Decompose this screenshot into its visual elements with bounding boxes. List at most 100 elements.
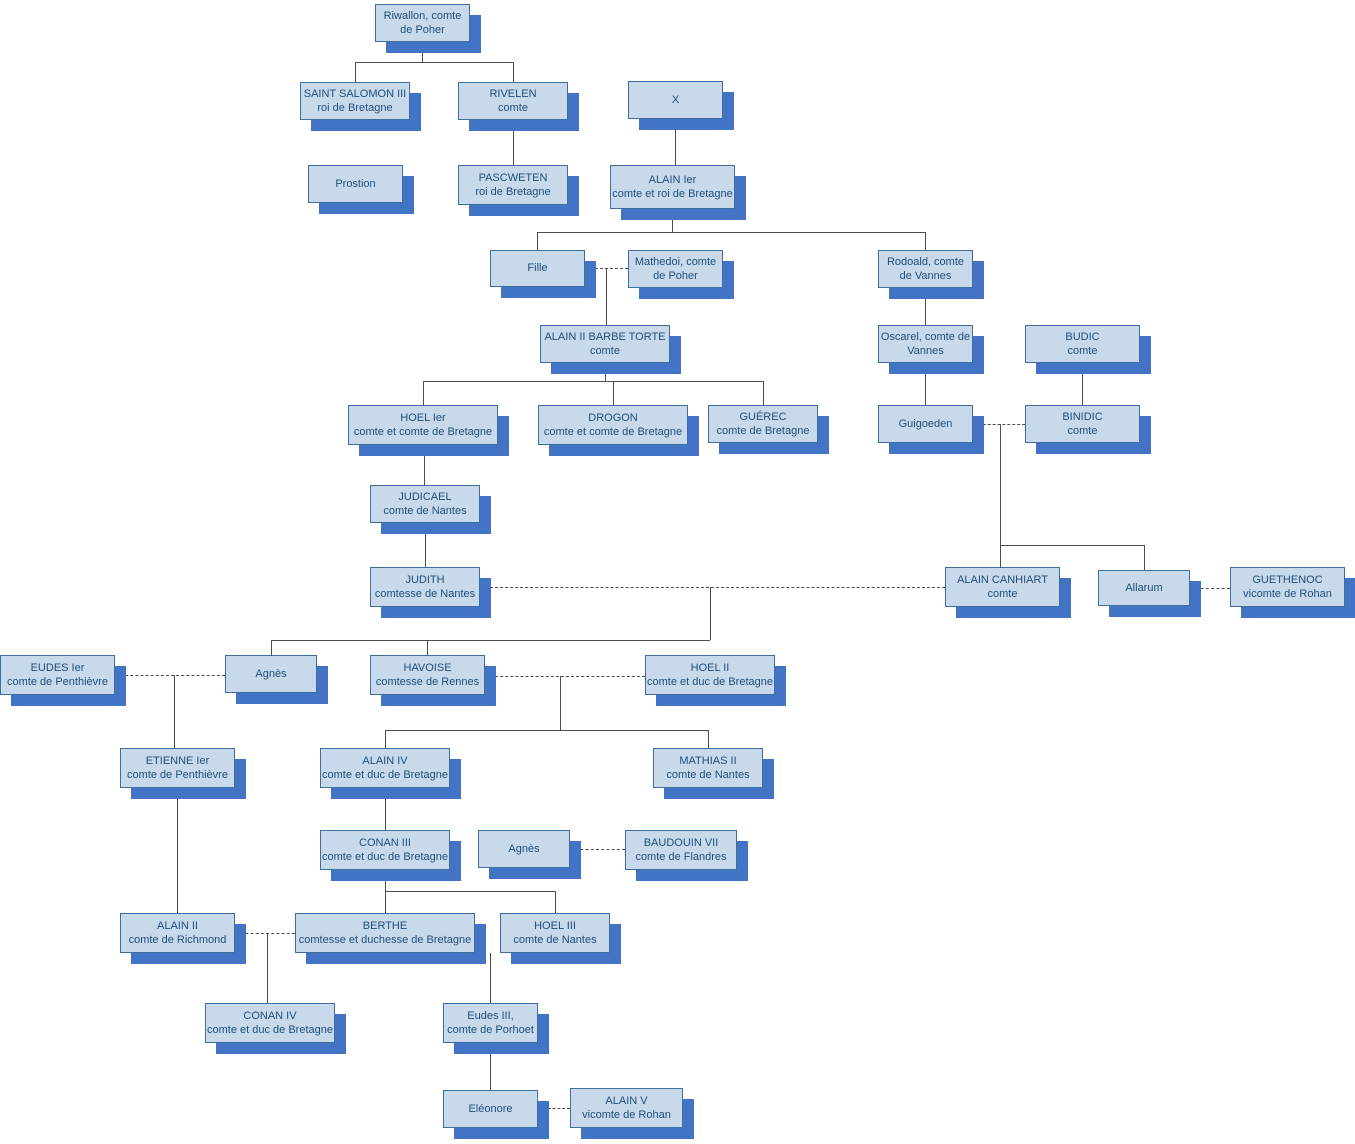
descent-connector-line bbox=[427, 640, 428, 655]
node-label: comte de Nantes bbox=[383, 505, 467, 517]
descent-connector-line bbox=[385, 891, 555, 892]
node-label: comte et roi de Bretagne bbox=[612, 188, 733, 200]
descent-connector-line bbox=[271, 640, 710, 641]
node-label: BUDIC bbox=[1065, 330, 1100, 343]
node-label: JUDICAEL bbox=[398, 490, 452, 503]
marriage-connector-line bbox=[538, 1108, 570, 1109]
node-label: HOEL III bbox=[534, 919, 576, 932]
descent-connector-line bbox=[708, 730, 709, 748]
descent-connector-line bbox=[177, 788, 178, 913]
node-label: comte de Flandres bbox=[635, 851, 727, 863]
node-fille: Fille bbox=[490, 250, 585, 287]
node-label: comte de Porhoet bbox=[447, 1024, 534, 1036]
node-label: ALAIN Ier bbox=[648, 173, 697, 186]
descent-connector-line bbox=[267, 933, 268, 1003]
node-alain-ii-richmond: ALAIN II comte de Richmond bbox=[120, 913, 235, 953]
node-label: Eudes III, bbox=[467, 1009, 514, 1022]
descent-connector-line bbox=[424, 445, 425, 485]
descent-connector-line bbox=[425, 523, 426, 567]
node-label: BAUDOUIN VII bbox=[643, 836, 719, 849]
node-label: comte et duc de Bretagne bbox=[647, 676, 773, 688]
marriage-connector-line bbox=[973, 424, 1025, 425]
node-label: X bbox=[671, 93, 680, 106]
node-label: Riwallon, comte bbox=[383, 9, 462, 22]
node-label: comte de Richmond bbox=[128, 934, 227, 946]
node-berthe: BERTHE comtesse et duchesse de Bretagne bbox=[295, 913, 475, 953]
node-label: vicomte de Rohan bbox=[1243, 588, 1332, 600]
descent-connector-line bbox=[606, 268, 607, 325]
descent-connector-line bbox=[925, 363, 926, 405]
node-label: Fille bbox=[527, 262, 548, 275]
node-label: Mathedoi, comte bbox=[634, 255, 717, 268]
marriage-connector-line bbox=[570, 849, 625, 850]
node-label: GUETHENOC bbox=[1252, 573, 1323, 586]
node-label: comte de Penthièvre bbox=[7, 676, 108, 688]
node-label: BERTHE bbox=[362, 919, 408, 932]
node-label: comte et duc de Bretagne bbox=[322, 769, 448, 781]
node-label: comtesse de Rennes bbox=[375, 676, 480, 688]
node-label: ETIENNE Ier bbox=[145, 754, 210, 767]
node-eudes-iii: Eudes III, comte de Porhoet bbox=[443, 1003, 538, 1043]
descent-connector-line bbox=[1082, 363, 1083, 405]
descent-connector-line bbox=[355, 62, 356, 82]
descent-connector-line bbox=[925, 288, 926, 325]
node-label: comte bbox=[1067, 425, 1098, 437]
descent-connector-line bbox=[605, 363, 606, 381]
node-label: MATHIAS II bbox=[679, 754, 737, 767]
node-etienne-ier: ETIENNE Ier comte de Penthièvre bbox=[120, 748, 235, 788]
descent-connector-line bbox=[423, 381, 424, 405]
node-agnes-1: Agnès bbox=[225, 655, 317, 693]
node-label: Agnès bbox=[508, 842, 540, 855]
descent-connector-line bbox=[385, 891, 386, 913]
descent-connector-line bbox=[537, 232, 538, 250]
node-eleonore: Eléonore bbox=[443, 1090, 538, 1128]
node-label: comte de Penthièvre bbox=[127, 769, 228, 781]
node-guethenoc: GUETHENOC vicomte de Rohan bbox=[1230, 567, 1345, 607]
node-mathedoi: Mathedoi, comte de Poher bbox=[628, 250, 723, 288]
marriage-connector-line bbox=[485, 676, 645, 677]
node-label: comte et comte de Bretagne bbox=[353, 426, 493, 438]
descent-connector-line bbox=[355, 62, 513, 63]
node-label: DROGON bbox=[588, 411, 638, 424]
node-budic: BUDIC comte bbox=[1025, 325, 1140, 363]
node-alain-ier: ALAIN Ier comte et roi de Bretagne bbox=[610, 165, 735, 209]
node-judicael: JUDICAEL comte de Nantes bbox=[370, 485, 480, 523]
node-label: CONAN III bbox=[359, 836, 411, 849]
descent-connector-line bbox=[560, 676, 561, 730]
node-label: JUDITH bbox=[405, 573, 445, 586]
node-agnes-2: Agnès bbox=[478, 830, 570, 868]
node-label: comte de Nantes bbox=[666, 769, 750, 781]
descent-connector-line bbox=[385, 730, 708, 731]
node-label: vicomte de Rohan bbox=[582, 1109, 671, 1121]
node-label: Guigoeden bbox=[898, 417, 953, 430]
descent-connector-line bbox=[513, 120, 514, 165]
node-label: comte bbox=[1067, 345, 1098, 357]
descent-connector-line bbox=[1000, 424, 1001, 545]
node-label: BINIDIC bbox=[1062, 410, 1103, 423]
descent-connector-line bbox=[672, 209, 673, 232]
node-label: HOEL Ier bbox=[400, 411, 446, 424]
node-label: comte bbox=[987, 588, 1018, 600]
node-label: comtesse et duchesse de Bretagne bbox=[298, 934, 472, 946]
node-label: ALAIN V bbox=[605, 1094, 648, 1107]
node-label: ALAIN II bbox=[157, 919, 198, 932]
node-label: Rodoald, comte bbox=[886, 255, 965, 268]
descent-connector-line bbox=[1000, 545, 1144, 546]
node-prostion: Prostion bbox=[308, 165, 403, 203]
node-label: de Poher bbox=[653, 270, 698, 282]
descent-connector-line bbox=[1000, 545, 1001, 567]
node-label: comtesse de Nantes bbox=[374, 588, 476, 600]
node-label: comte et comte de Bretagne bbox=[543, 426, 683, 438]
